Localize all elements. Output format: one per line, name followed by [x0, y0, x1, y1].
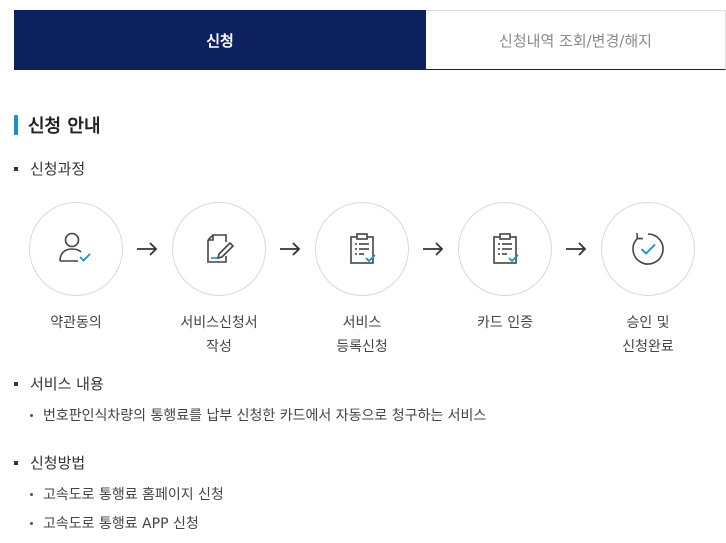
- step-terms-agree: 약관동의: [28, 202, 124, 335]
- clipboard-check-icon: [350, 233, 376, 264]
- bullet-dot: [30, 413, 33, 417]
- method-heading: 신청방법: [14, 452, 85, 473]
- bullet-square: [14, 460, 18, 465]
- refresh-check-icon: [632, 232, 664, 265]
- step-approval-complete: 승인 및 신청완료: [600, 202, 696, 359]
- step-label: 서비스신청서 작성: [180, 315, 258, 355]
- step-label: 카드 인증: [477, 315, 533, 331]
- bullet-dot: [30, 521, 33, 525]
- section-title-text: 신청 안내: [28, 116, 101, 137]
- step-label: 약관동의: [50, 315, 102, 331]
- tab-bar: 신청 신청내역 조회/변경/해지: [14, 10, 726, 70]
- document-edit-icon: [207, 234, 235, 263]
- arrow-right-icon: [423, 242, 444, 256]
- process-heading-text: 신청과정: [30, 160, 86, 178]
- step-label: 승인 및 신청완료: [622, 315, 674, 355]
- bullet-square: [14, 166, 18, 171]
- service-heading: 서비스 내용: [14, 373, 104, 394]
- list-item: 번호판인식차량의 통행료를 납부 신청한 카드에서 자동으로 청구하는 서비스: [30, 405, 486, 425]
- arrow-right-icon: [280, 242, 301, 256]
- step-circle: [601, 202, 695, 296]
- tab-manage[interactable]: 신청내역 조회/변경/해지: [426, 10, 726, 70]
- section-title: 신청 안내: [14, 112, 101, 138]
- user-check-icon: [59, 232, 91, 262]
- arrow-right-icon: [566, 242, 587, 256]
- process-steps: 약관동의 서비스신청서 작성: [28, 202, 708, 355]
- step-card-verify: 카드 인증: [457, 202, 553, 335]
- step-circle: [29, 202, 123, 296]
- clipboard-check-icon: [493, 233, 519, 264]
- title-accent-bar: [14, 115, 18, 135]
- arrow-right-icon: [137, 242, 158, 256]
- step-service-register: 서비스 등록신청: [314, 202, 410, 359]
- process-heading: 신청과정: [14, 158, 85, 179]
- step-label: 서비스 등록신청: [336, 315, 388, 355]
- list-item: 고속도로 통행료 홈페이지 신청: [30, 484, 224, 504]
- tab-apply[interactable]: 신청: [14, 10, 426, 70]
- bullet-square: [14, 381, 18, 386]
- service-heading-text: 서비스 내용: [30, 375, 104, 393]
- step-circle: [458, 202, 552, 296]
- step-circle: [315, 202, 409, 296]
- bullet-dot: [30, 492, 33, 496]
- method-heading-text: 신청방법: [30, 454, 86, 472]
- step-circle: [172, 202, 266, 296]
- list-item: 고속도로 통행료 APP 신청: [30, 513, 199, 533]
- step-application-form: 서비스신청서 작성: [171, 202, 267, 359]
